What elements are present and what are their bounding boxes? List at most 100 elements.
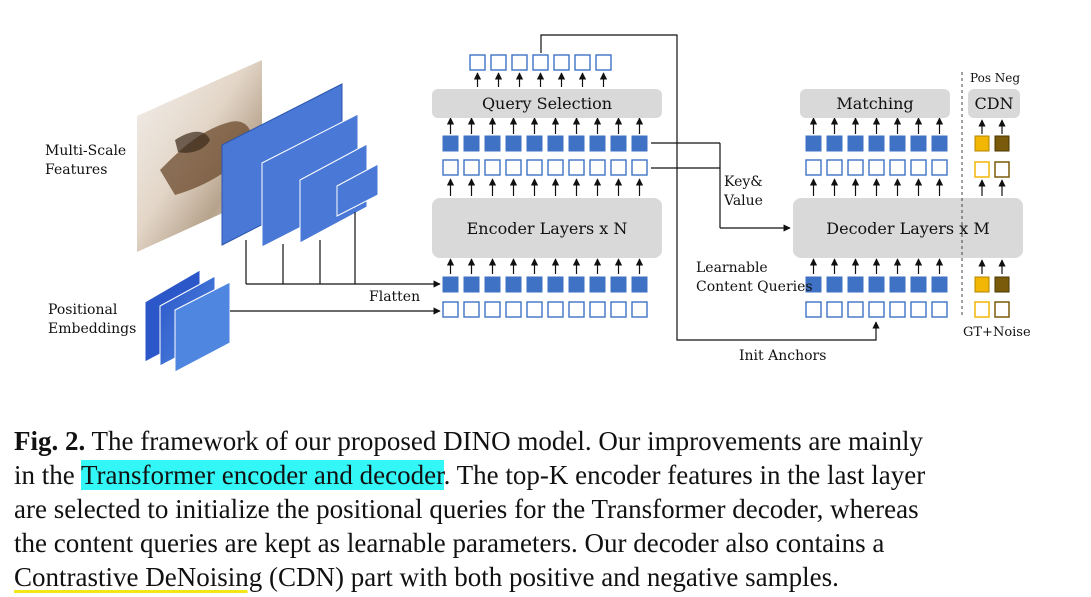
cdn-arrows — [978, 119, 1006, 274]
query-token — [553, 54, 570, 71]
decoder-layers-label: Decoder Layers x M — [826, 219, 989, 238]
init-anchors-label: Init Anchors — [739, 348, 826, 364]
caption-line-1: Fig. 2. The framework of our proposed DI… — [14, 424, 1076, 458]
query-token — [910, 301, 927, 318]
query-token — [526, 301, 543, 318]
learnable-label-1: Learnable — [696, 260, 768, 276]
cdn-tokens — [974, 135, 1010, 318]
query-token — [826, 159, 843, 176]
query-selection-label: Query Selection — [482, 94, 612, 113]
query-selection-output-arrows — [473, 72, 608, 87]
query-token — [589, 159, 606, 176]
query-token — [610, 301, 627, 318]
encoder-output-arrows — [446, 178, 644, 196]
query-token — [805, 159, 822, 176]
feature-token — [868, 276, 885, 293]
query-token — [805, 301, 822, 318]
encoder-output-empty-tokens — [442, 159, 648, 176]
init-anchors-connector — [540, 34, 880, 341]
decoder-input-arrows — [809, 258, 944, 274]
caption-line-5: Contrastive DeNoising (CDN) part with bo… — [14, 560, 1076, 594]
dino-framework-diagram: Multi-Scale Features Positional Embeddin… — [45, 34, 1031, 373]
feature-token — [547, 276, 564, 293]
query-token — [547, 301, 564, 318]
feature-token — [505, 276, 522, 293]
query-token — [610, 159, 627, 176]
query-token — [595, 54, 612, 71]
query-token — [910, 159, 927, 176]
feature-token — [568, 276, 585, 293]
underlined-phrase: Contrastive DeNoising — [14, 562, 263, 592]
feature-token — [847, 276, 864, 293]
encoder-output-filled-tokens — [442, 135, 648, 152]
feature-token — [484, 276, 501, 293]
caption-text-1: The framework of our proposed DINO model… — [85, 426, 924, 456]
decoder-input-empty-tokens — [805, 301, 948, 318]
flatten-label: Flatten — [369, 289, 420, 305]
query-token — [931, 301, 948, 318]
query-token — [532, 54, 549, 71]
cdn-pos-output-filled — [974, 135, 990, 152]
caption-line-3: are selected to initialize the positiona… — [14, 494, 919, 524]
decoder-input-filled-tokens — [805, 276, 948, 293]
query-token — [589, 301, 606, 318]
query-token — [568, 159, 585, 176]
query-token — [889, 301, 906, 318]
query-token — [868, 159, 885, 176]
cdn-pos-input-empty — [974, 301, 990, 318]
matching-block — [800, 89, 950, 118]
query-token — [505, 159, 522, 176]
query-token — [511, 54, 528, 71]
positional-embeddings-stack — [144, 269, 231, 373]
query-token — [463, 159, 480, 176]
pos-neg-label: Pos Neg — [970, 71, 1020, 85]
feature-token — [547, 135, 564, 152]
caption-text-2a: in the — [14, 460, 81, 490]
feature-token — [589, 135, 606, 152]
query-token — [826, 301, 843, 318]
query-token — [931, 159, 948, 176]
multi-scale-feature-stack — [137, 60, 379, 252]
multi-scale-label-2: Features — [45, 162, 107, 178]
learnable-label-2: Content Queries — [696, 279, 813, 295]
caption-text-5b: (CDN) part with both positive and negati… — [262, 562, 839, 592]
key-value-connectors — [651, 142, 791, 232]
query-token — [526, 159, 543, 176]
query-token — [568, 301, 585, 318]
feature-token — [463, 276, 480, 293]
decoder-output-empty-tokens — [805, 159, 948, 176]
positional-label-2: Embeddings — [48, 321, 136, 337]
cdn-neg-output-empty — [994, 161, 1010, 178]
feature-token — [589, 276, 606, 293]
query-token — [889, 159, 906, 176]
query-token — [442, 301, 459, 318]
encoder-layers-block — [432, 198, 662, 258]
query-selection-block — [432, 89, 662, 118]
matching-input-arrows — [809, 117, 944, 134]
feature-token — [889, 135, 906, 152]
feature-token — [631, 276, 648, 293]
query-token — [442, 159, 459, 176]
cdn-block — [968, 89, 1020, 118]
feature-token — [910, 135, 927, 152]
encoder-input-empty-tokens — [442, 301, 648, 318]
query-token — [490, 54, 507, 71]
query-token — [847, 301, 864, 318]
feature-token — [505, 135, 522, 152]
cdn-neg-output-filled — [994, 135, 1010, 152]
encoder-layers-label: Encoder Layers x N — [467, 219, 628, 238]
query-selection-input-arrows — [446, 117, 644, 134]
feature-map-3 — [299, 143, 368, 244]
feature-token — [889, 276, 906, 293]
feature-token — [568, 135, 585, 152]
multi-scale-label-1: Multi-Scale — [45, 143, 126, 159]
query-token — [463, 301, 480, 318]
query-token — [868, 301, 885, 318]
feature-token — [931, 276, 948, 293]
flatten-connectors — [230, 212, 441, 315]
query-token — [847, 159, 864, 176]
query-token — [631, 159, 648, 176]
decoder-output-arrows — [809, 178, 944, 196]
feature-token — [442, 135, 459, 152]
key-value-label-2: Value — [723, 193, 763, 209]
